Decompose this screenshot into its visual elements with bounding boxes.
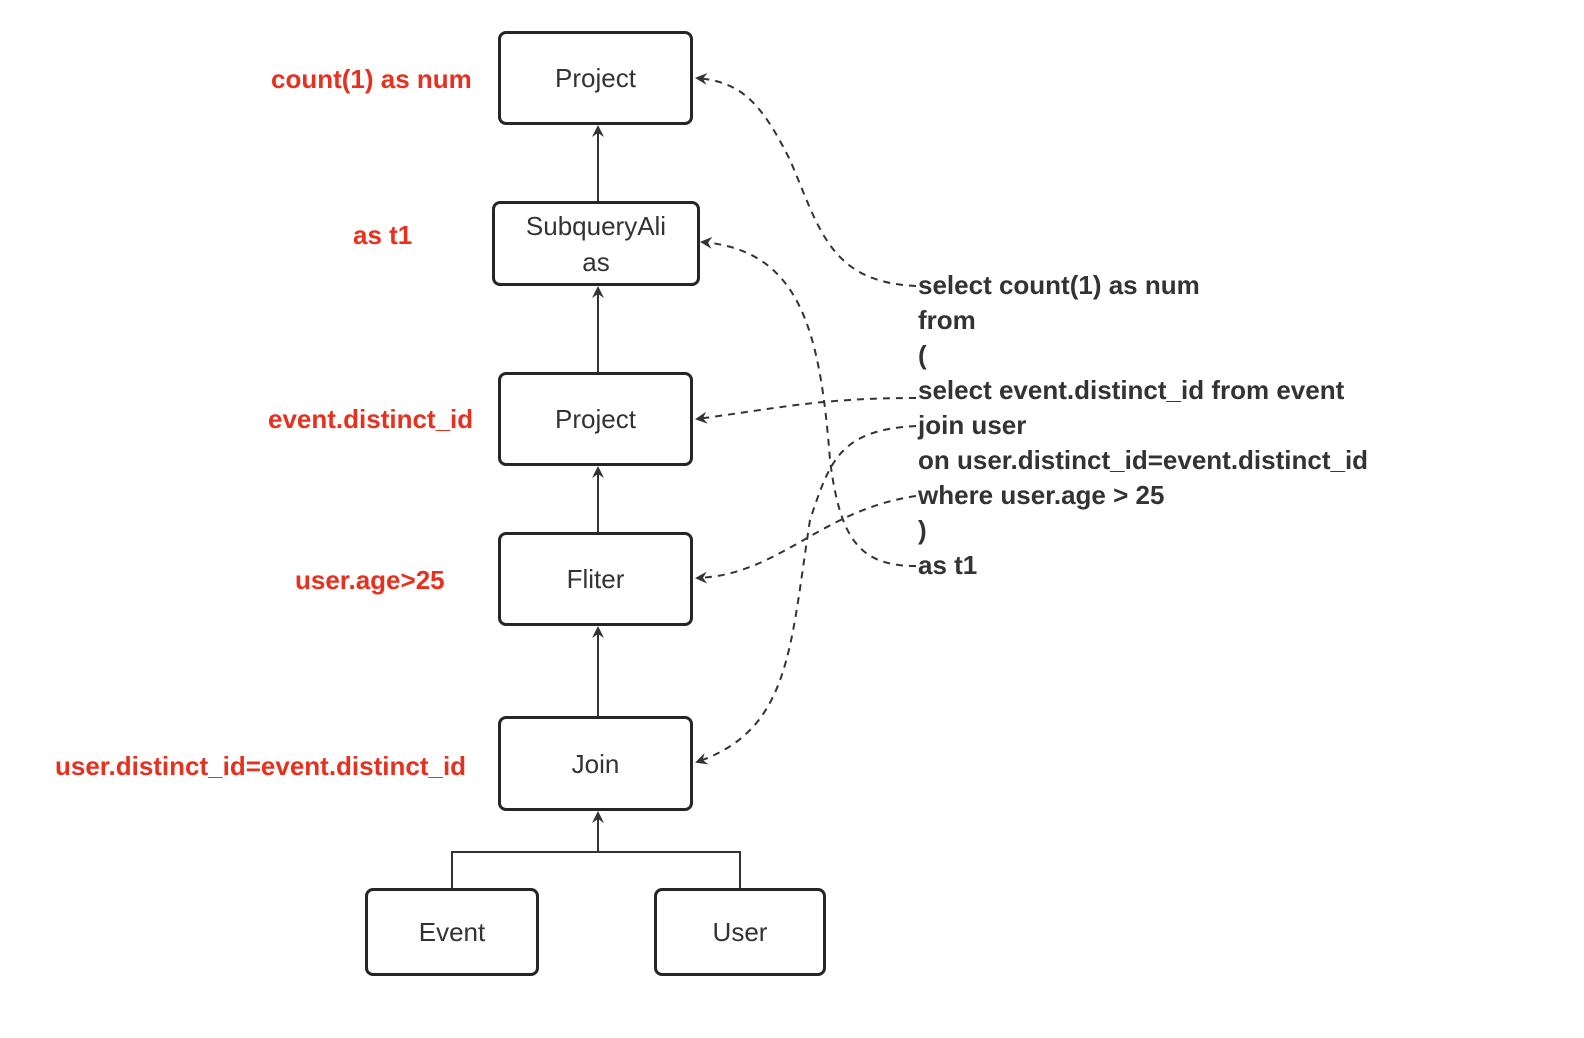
sql-query: select count(1) as num from ( select eve… bbox=[918, 268, 1368, 583]
node-filter: Fliter bbox=[498, 532, 693, 626]
annotation-join: user.distinct_id=event.distinct_id bbox=[55, 751, 467, 781]
node-project-top-label: Project bbox=[555, 63, 636, 93]
node-join-label: Join bbox=[571, 748, 620, 779]
edge-sql-line-3-to-project-mid bbox=[695, 397, 917, 424]
edge-user-to-join bbox=[598, 851, 741, 888]
node-event-label: Event bbox=[418, 917, 486, 947]
node-project-mid: Project bbox=[498, 372, 693, 466]
sql-line: from bbox=[918, 305, 976, 335]
sql-line: as t1 bbox=[918, 550, 978, 580]
node-project-mid-label: Project bbox=[555, 404, 636, 434]
node-subquery-alias: SubqueryAli as bbox=[492, 201, 700, 286]
node-project-top: Project bbox=[498, 31, 693, 125]
node-user: User bbox=[654, 888, 826, 976]
sql-line: where user.age > 25 bbox=[918, 480, 1165, 510]
edge-sql-line-4-to-join bbox=[695, 425, 917, 765]
annotation-project-mid: event.distinct_id bbox=[268, 404, 474, 434]
node-user-label: User bbox=[712, 917, 768, 947]
node-subquery-alias-label-line1: SubqueryAli bbox=[525, 210, 667, 241]
sql-line: ) bbox=[918, 515, 927, 545]
node-event: Event bbox=[365, 888, 539, 976]
node-filter-label: Fliter bbox=[566, 564, 625, 594]
sql-line: join user bbox=[918, 410, 1027, 440]
sql-line: on user.distinct_id=event.distinct_id bbox=[918, 445, 1369, 475]
edge-event-to-join bbox=[451, 811, 604, 888]
annotation-project-top: count(1) as num bbox=[271, 64, 472, 94]
sql-line: select count(1) as num bbox=[918, 270, 1200, 300]
edge-sql-line-0-to-project-top bbox=[695, 72, 917, 287]
node-subquery-alias-label-line2: as bbox=[582, 246, 610, 277]
sql-line: ( bbox=[918, 340, 927, 370]
annotation-subquery-alias: as t1 bbox=[353, 220, 413, 250]
annotation-filter: user.age>25 bbox=[295, 565, 445, 595]
node-join: Join bbox=[498, 716, 693, 811]
sql-line: select event.distinct_id from event bbox=[918, 375, 1345, 405]
edge-sql-line-6-to-filter bbox=[695, 495, 917, 584]
edge-sql-line-8-to-subquery-alias bbox=[700, 236, 917, 567]
